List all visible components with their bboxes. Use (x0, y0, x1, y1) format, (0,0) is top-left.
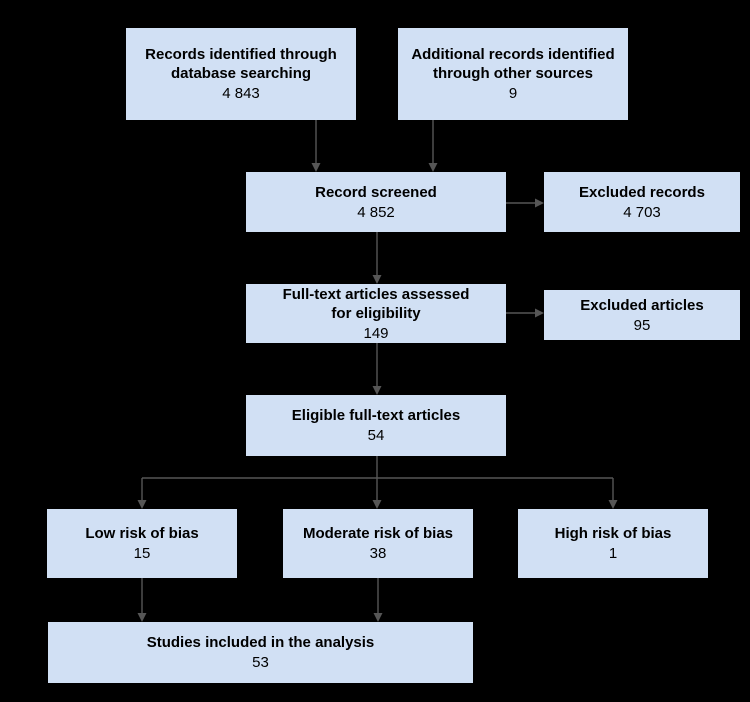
box-excluded-articles: Excluded articles 95 (544, 290, 740, 340)
box-label: Studies included in the analysis (146, 634, 375, 651)
box-value: 38 (369, 545, 387, 562)
arrow-fulltext-to-eligible (372, 341, 382, 395)
box-fulltext-assessed: Full-text articles assessed for eligibil… (246, 284, 506, 343)
box-low-risk: Low risk of bias 15 (47, 509, 237, 578)
box-value: 149 (363, 324, 389, 342)
box-value: 4 703 (623, 203, 661, 221)
box-label: Excluded records (579, 183, 705, 201)
arrow-split-to-moderate-risk (372, 478, 382, 509)
box-label: Low risk of bias (85, 525, 199, 542)
box-label: Excluded articles (580, 296, 704, 314)
box-value: 54 (367, 427, 385, 444)
box-label: Record screened (315, 183, 437, 201)
arrow-fulltext-to-excluded-articles (504, 308, 544, 318)
arrow-screened-to-fulltext (372, 230, 382, 284)
box-value: 53 (252, 654, 269, 671)
box-label: database searching (170, 65, 312, 82)
box-excluded-records: Excluded records 4 703 (544, 172, 740, 232)
split-connector (142, 454, 613, 479)
box-value: 1 (608, 545, 618, 562)
box-label: Full-text articles assessed (282, 285, 470, 303)
arrow-split-to-high-risk (608, 478, 618, 509)
box-records-other: Additional records identified through ot… (398, 28, 628, 120)
box-label: Moderate risk of bias (302, 525, 454, 542)
arrow-split-to-low-risk (137, 478, 147, 509)
box-records-screened: Record screened 4 852 (246, 172, 506, 232)
box-value: 4 843 (222, 85, 260, 102)
box-high-risk: High risk of bias 1 (518, 509, 708, 578)
box-label: High risk of bias (554, 525, 672, 542)
box-label: Eligible full-text articles (291, 407, 461, 424)
box-moderate-risk: Moderate risk of bias 38 (283, 509, 473, 578)
box-records-database: Records identified through database sear… (126, 28, 356, 120)
box-studies-included: Studies included in the analysis 53 (48, 622, 473, 683)
box-value: 15 (133, 545, 151, 562)
arrow-database-to-screened (311, 118, 321, 172)
arrow-moderate-risk-to-included (373, 576, 383, 622)
box-value: 95 (633, 316, 651, 334)
box-label: Additional records identified (411, 46, 615, 63)
box-value: 4 852 (357, 203, 395, 221)
arrow-low-risk-to-included (137, 576, 147, 622)
box-label: for eligibility (331, 304, 421, 322)
arrow-screened-to-excluded-records (504, 198, 544, 208)
box-value: 9 (508, 85, 518, 102)
box-label: Records identified through (145, 46, 337, 63)
arrow-other-to-screened (428, 118, 438, 172)
box-label: through other sources (432, 65, 593, 82)
box-eligible-fulltext: Eligible full-text articles 54 (246, 395, 506, 456)
